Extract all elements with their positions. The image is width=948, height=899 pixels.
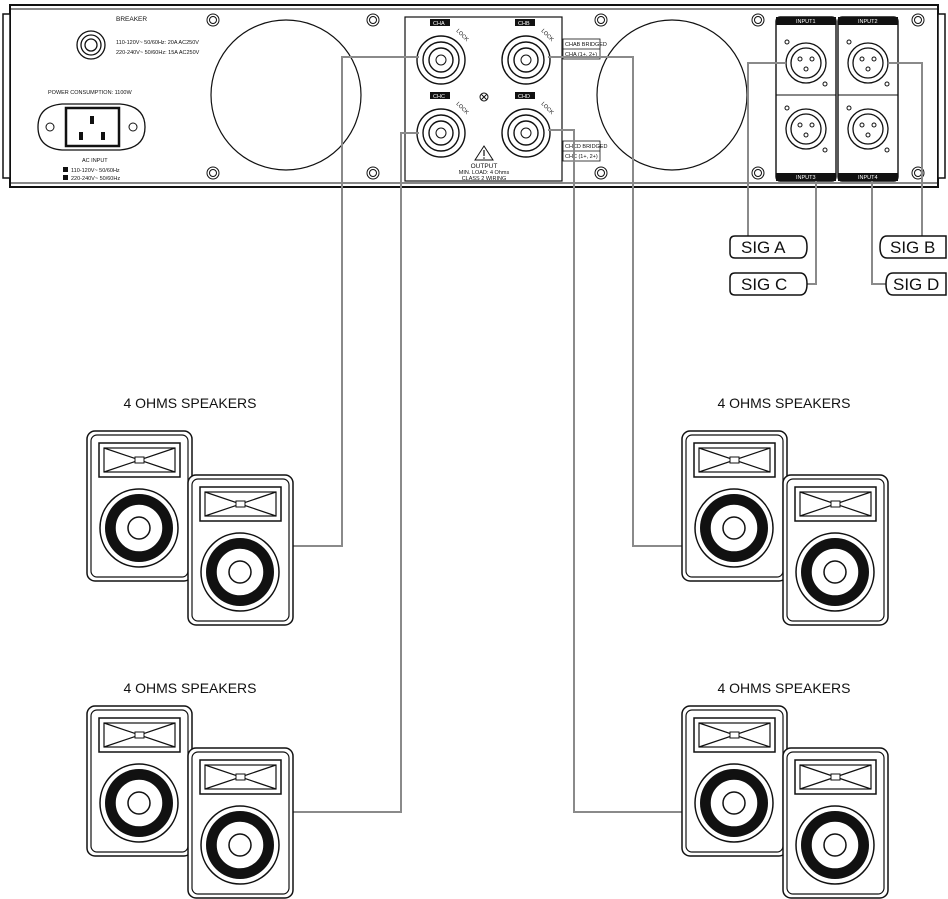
breaker-spec-1: 110-120V~ 50/60Hz: 20A AC250V — [116, 40, 199, 46]
chab-bridged-label: CHAB BRIDGED — [565, 42, 607, 48]
output-min-load: MIN. LOAD: 4 Ohms — [459, 170, 510, 176]
screw-icon — [366, 166, 380, 180]
channel-badge — [515, 92, 535, 99]
sig-d-tag — [885, 272, 947, 296]
sig-c-tag — [729, 272, 808, 296]
speakon-connector-chc — [416, 108, 466, 158]
input3-label: INPUT3 — [796, 175, 816, 181]
screw-icon — [206, 13, 220, 27]
xlr-input-3 — [784, 105, 828, 153]
wire-chb — [548, 56, 685, 547]
sig-d-label: SIG D — [893, 275, 939, 294]
speaker-cabinet — [187, 747, 294, 899]
input2-label: INPUT2 — [858, 19, 878, 25]
breaker-spec-2: 220-240V~ 50/60Hz: 15A AC250V — [116, 50, 200, 56]
speaker-group-top-left — [86, 430, 294, 626]
channel-badge — [515, 19, 535, 26]
xlr-input-4 — [846, 105, 890, 153]
right-fan-grille — [596, 19, 748, 171]
speaker-group-heading-top-right: 4 OHMS SPEAKERS — [717, 395, 850, 411]
sig-a-label: SIG A — [741, 238, 786, 257]
wire-cha — [293, 56, 419, 547]
wire-sig-c — [800, 181, 817, 285]
power-inlet-icon — [37, 103, 146, 151]
speakon-connector-chb — [501, 35, 551, 85]
wire-chc — [293, 132, 419, 813]
speakon-connector-chd — [501, 108, 551, 158]
signal-labels: SIG A SIG C SIG B SIG D — [729, 235, 947, 296]
left-rack-ear — [2, 13, 11, 179]
ac-input-line-1: 110-120V~ 50/60Hz — [71, 168, 120, 174]
right-rack-ear — [937, 13, 946, 179]
left-fan-grille — [210, 19, 362, 171]
screw-icon — [751, 166, 765, 180]
channel-label-cha: CHA — [433, 21, 445, 27]
wire-chd — [548, 129, 683, 813]
wires — [293, 56, 945, 813]
speaker-cabinet — [782, 747, 889, 899]
chab-bridged-pins: CHA (1+, 2+) — [565, 52, 597, 58]
speaker-group-top-right — [681, 430, 889, 626]
screw-icon — [366, 13, 380, 27]
ac-input-title: AC INPUT — [82, 158, 108, 164]
channel-badge — [430, 92, 450, 99]
speakon-connector-cha — [416, 35, 466, 85]
breaker-icon — [76, 30, 106, 60]
speaker-group-bottom-right — [681, 705, 889, 899]
screw-icon — [206, 166, 220, 180]
input1-label: INPUT1 — [796, 19, 816, 25]
speaker-cabinet — [681, 430, 788, 582]
xlr-input-2 — [846, 39, 890, 87]
speaker-cabinet — [86, 705, 193, 857]
speaker-group-heading-top-left: 4 OHMS SPEAKERS — [123, 395, 256, 411]
output-title: OUTPUT — [471, 163, 498, 170]
voltage-checkbox — [63, 175, 68, 180]
speaker-group-bottom-left — [86, 705, 294, 899]
speaker-cabinet — [187, 474, 294, 626]
ac-input-line-2: 220-240V~ 50/60Hz — [71, 176, 120, 182]
cross-screw-icon — [479, 92, 489, 102]
speaker-cabinet — [782, 474, 889, 626]
input4-label: INPUT4 — [858, 175, 878, 181]
warning-icon — [474, 145, 494, 161]
sig-c-label: SIG C — [741, 275, 787, 294]
sig-b-tag — [879, 235, 947, 259]
wire-sig-d — [871, 181, 886, 285]
channel-badge — [430, 19, 450, 26]
channel-label-chb: CHB — [518, 21, 530, 27]
screw-icon — [594, 13, 608, 27]
channel-label-chc: CHC — [433, 94, 445, 100]
screw-icon — [594, 166, 608, 180]
power-consumption-label: POWER CONSUMPTION: 1100W — [48, 90, 132, 96]
chcd-bridged-pins: CHC (1+, 2+) — [565, 154, 598, 160]
screw-icon — [911, 13, 925, 27]
screw-icon — [751, 13, 765, 27]
output-class: CLASS 2 WIRING — [462, 176, 507, 182]
speaker-group-heading-bottom-right: 4 OHMS SPEAKERS — [717, 680, 850, 696]
channel-label-chd: CHD — [518, 94, 530, 100]
voltage-checkbox — [63, 167, 68, 172]
chcd-bridged-label: CHCD BRIDGED — [565, 144, 608, 150]
speaker-cabinet — [681, 705, 788, 857]
speaker-cabinet — [86, 430, 193, 582]
speaker-group-heading-bottom-left: 4 OHMS SPEAKERS — [123, 680, 256, 696]
sig-a-tag — [729, 235, 808, 259]
sig-b-label: SIG B — [890, 238, 935, 257]
amplifier-rear-panel: BREAKER 110-120V~ 50/60Hz: 20A AC250V 22… — [2, 4, 946, 188]
breaker-label: BREAKER — [116, 16, 147, 23]
